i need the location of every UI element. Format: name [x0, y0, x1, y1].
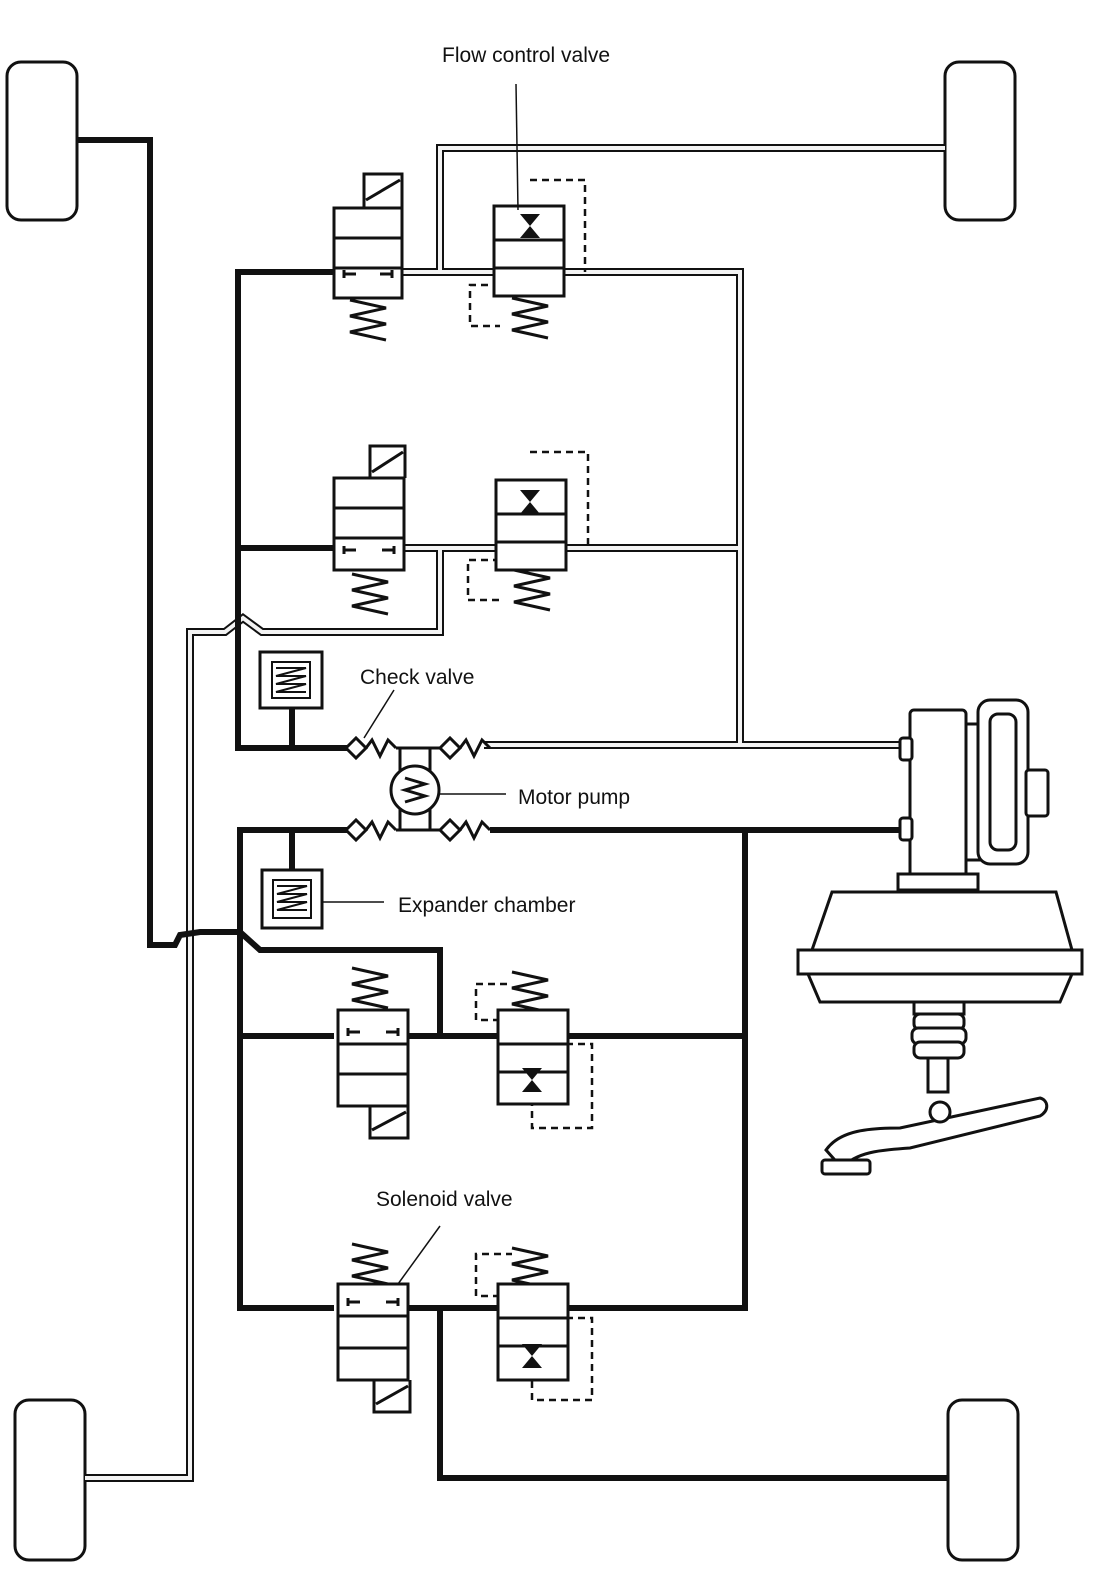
- brake-pedal-pushrod: [820, 1000, 1049, 1176]
- flow-control-valve-1: [468, 178, 587, 340]
- primary-circuit-lines: [77, 137, 948, 1481]
- flow-control-valve-3: [474, 970, 594, 1130]
- solenoid-valve-1: [332, 172, 404, 342]
- check-valves-lower: [343, 817, 492, 843]
- solenoid-valve-3: [336, 966, 410, 1140]
- solenoid-valve-4: [336, 1242, 412, 1414]
- wheel-rear-left: [13, 1398, 87, 1562]
- wheel-rear-right: [946, 1398, 1020, 1562]
- flow-control-valve-label: Flow control valve: [442, 44, 610, 67]
- solenoid-valve-2: [332, 444, 407, 616]
- wheel-front-right: [943, 60, 1017, 222]
- motor-pump: [389, 748, 441, 830]
- solenoid-valve-label: Solenoid valve: [376, 1188, 513, 1211]
- expander-chamber-upper: [258, 650, 324, 710]
- wheel-front-left: [5, 60, 79, 222]
- callout-leaders: [322, 83, 519, 1285]
- check-valves-upper: [343, 735, 492, 761]
- secondary-circuit-lines: [85, 144, 945, 1482]
- check-valve-label: Check valve: [360, 666, 474, 689]
- master-cylinder-booster: [796, 698, 1084, 1004]
- expander-chamber-lower: [260, 868, 324, 930]
- expander-chamber-label: Expander chamber: [398, 894, 575, 917]
- flow-control-valve-4: [474, 1246, 594, 1402]
- motor-pump-label: Motor pump: [518, 786, 630, 809]
- flow-control-valve-2: [466, 450, 590, 612]
